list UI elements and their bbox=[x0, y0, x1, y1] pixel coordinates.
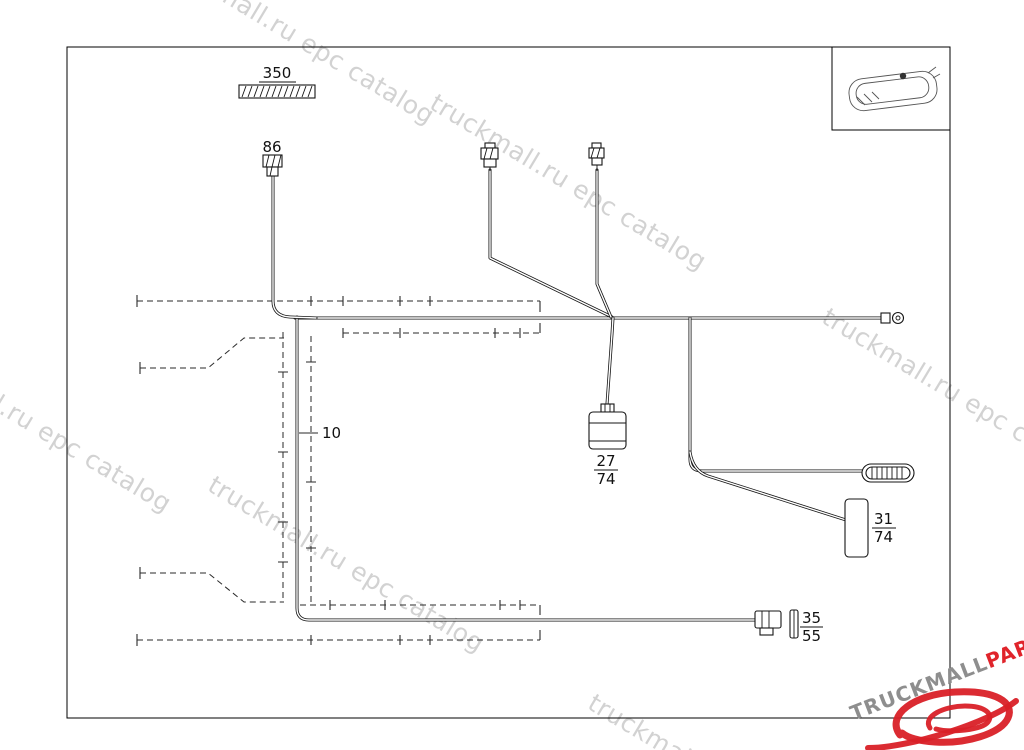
callouts: 350 86 10 27 74 31 74 35 55 bbox=[259, 64, 896, 645]
connector-27-74 bbox=[588, 403, 627, 450]
module-31-74 bbox=[844, 498, 869, 558]
mirror-illustration bbox=[848, 66, 941, 112]
clamp-tick-marks bbox=[136, 295, 541, 646]
connector-dsub bbox=[861, 463, 915, 483]
harness-wires bbox=[271, 168, 886, 622]
part-label-55[interactable]: 55 bbox=[802, 627, 821, 645]
logo-swirl bbox=[865, 688, 1019, 750]
part-label-27-sheet[interactable]: 74 bbox=[596, 470, 615, 488]
part-label-350[interactable]: 350 bbox=[263, 64, 292, 82]
ring-terminal bbox=[880, 311, 905, 325]
location-thumbnail-box bbox=[831, 46, 951, 131]
connector-86 bbox=[262, 154, 283, 177]
mirror-mount-dot bbox=[899, 72, 907, 80]
part-label-86[interactable]: 86 bbox=[262, 138, 281, 156]
part-label-35[interactable]: 35 bbox=[802, 609, 821, 627]
truckmall-logo: TRUCKMALLPARTS bbox=[845, 624, 1024, 750]
connector-350 bbox=[238, 84, 316, 99]
harness-outline-dashed bbox=[137, 300, 540, 641]
connector-top-left bbox=[480, 142, 499, 171]
part-label-31-sheet[interactable]: 74 bbox=[874, 528, 893, 546]
connector-top-right bbox=[588, 142, 605, 171]
part-label-31[interactable]: 31 bbox=[874, 510, 893, 528]
diagram-frame bbox=[66, 46, 951, 719]
part-label-27[interactable]: 27 bbox=[596, 452, 615, 470]
connector-35-55 bbox=[754, 609, 799, 639]
part-label-10[interactable]: 10 bbox=[322, 424, 341, 442]
